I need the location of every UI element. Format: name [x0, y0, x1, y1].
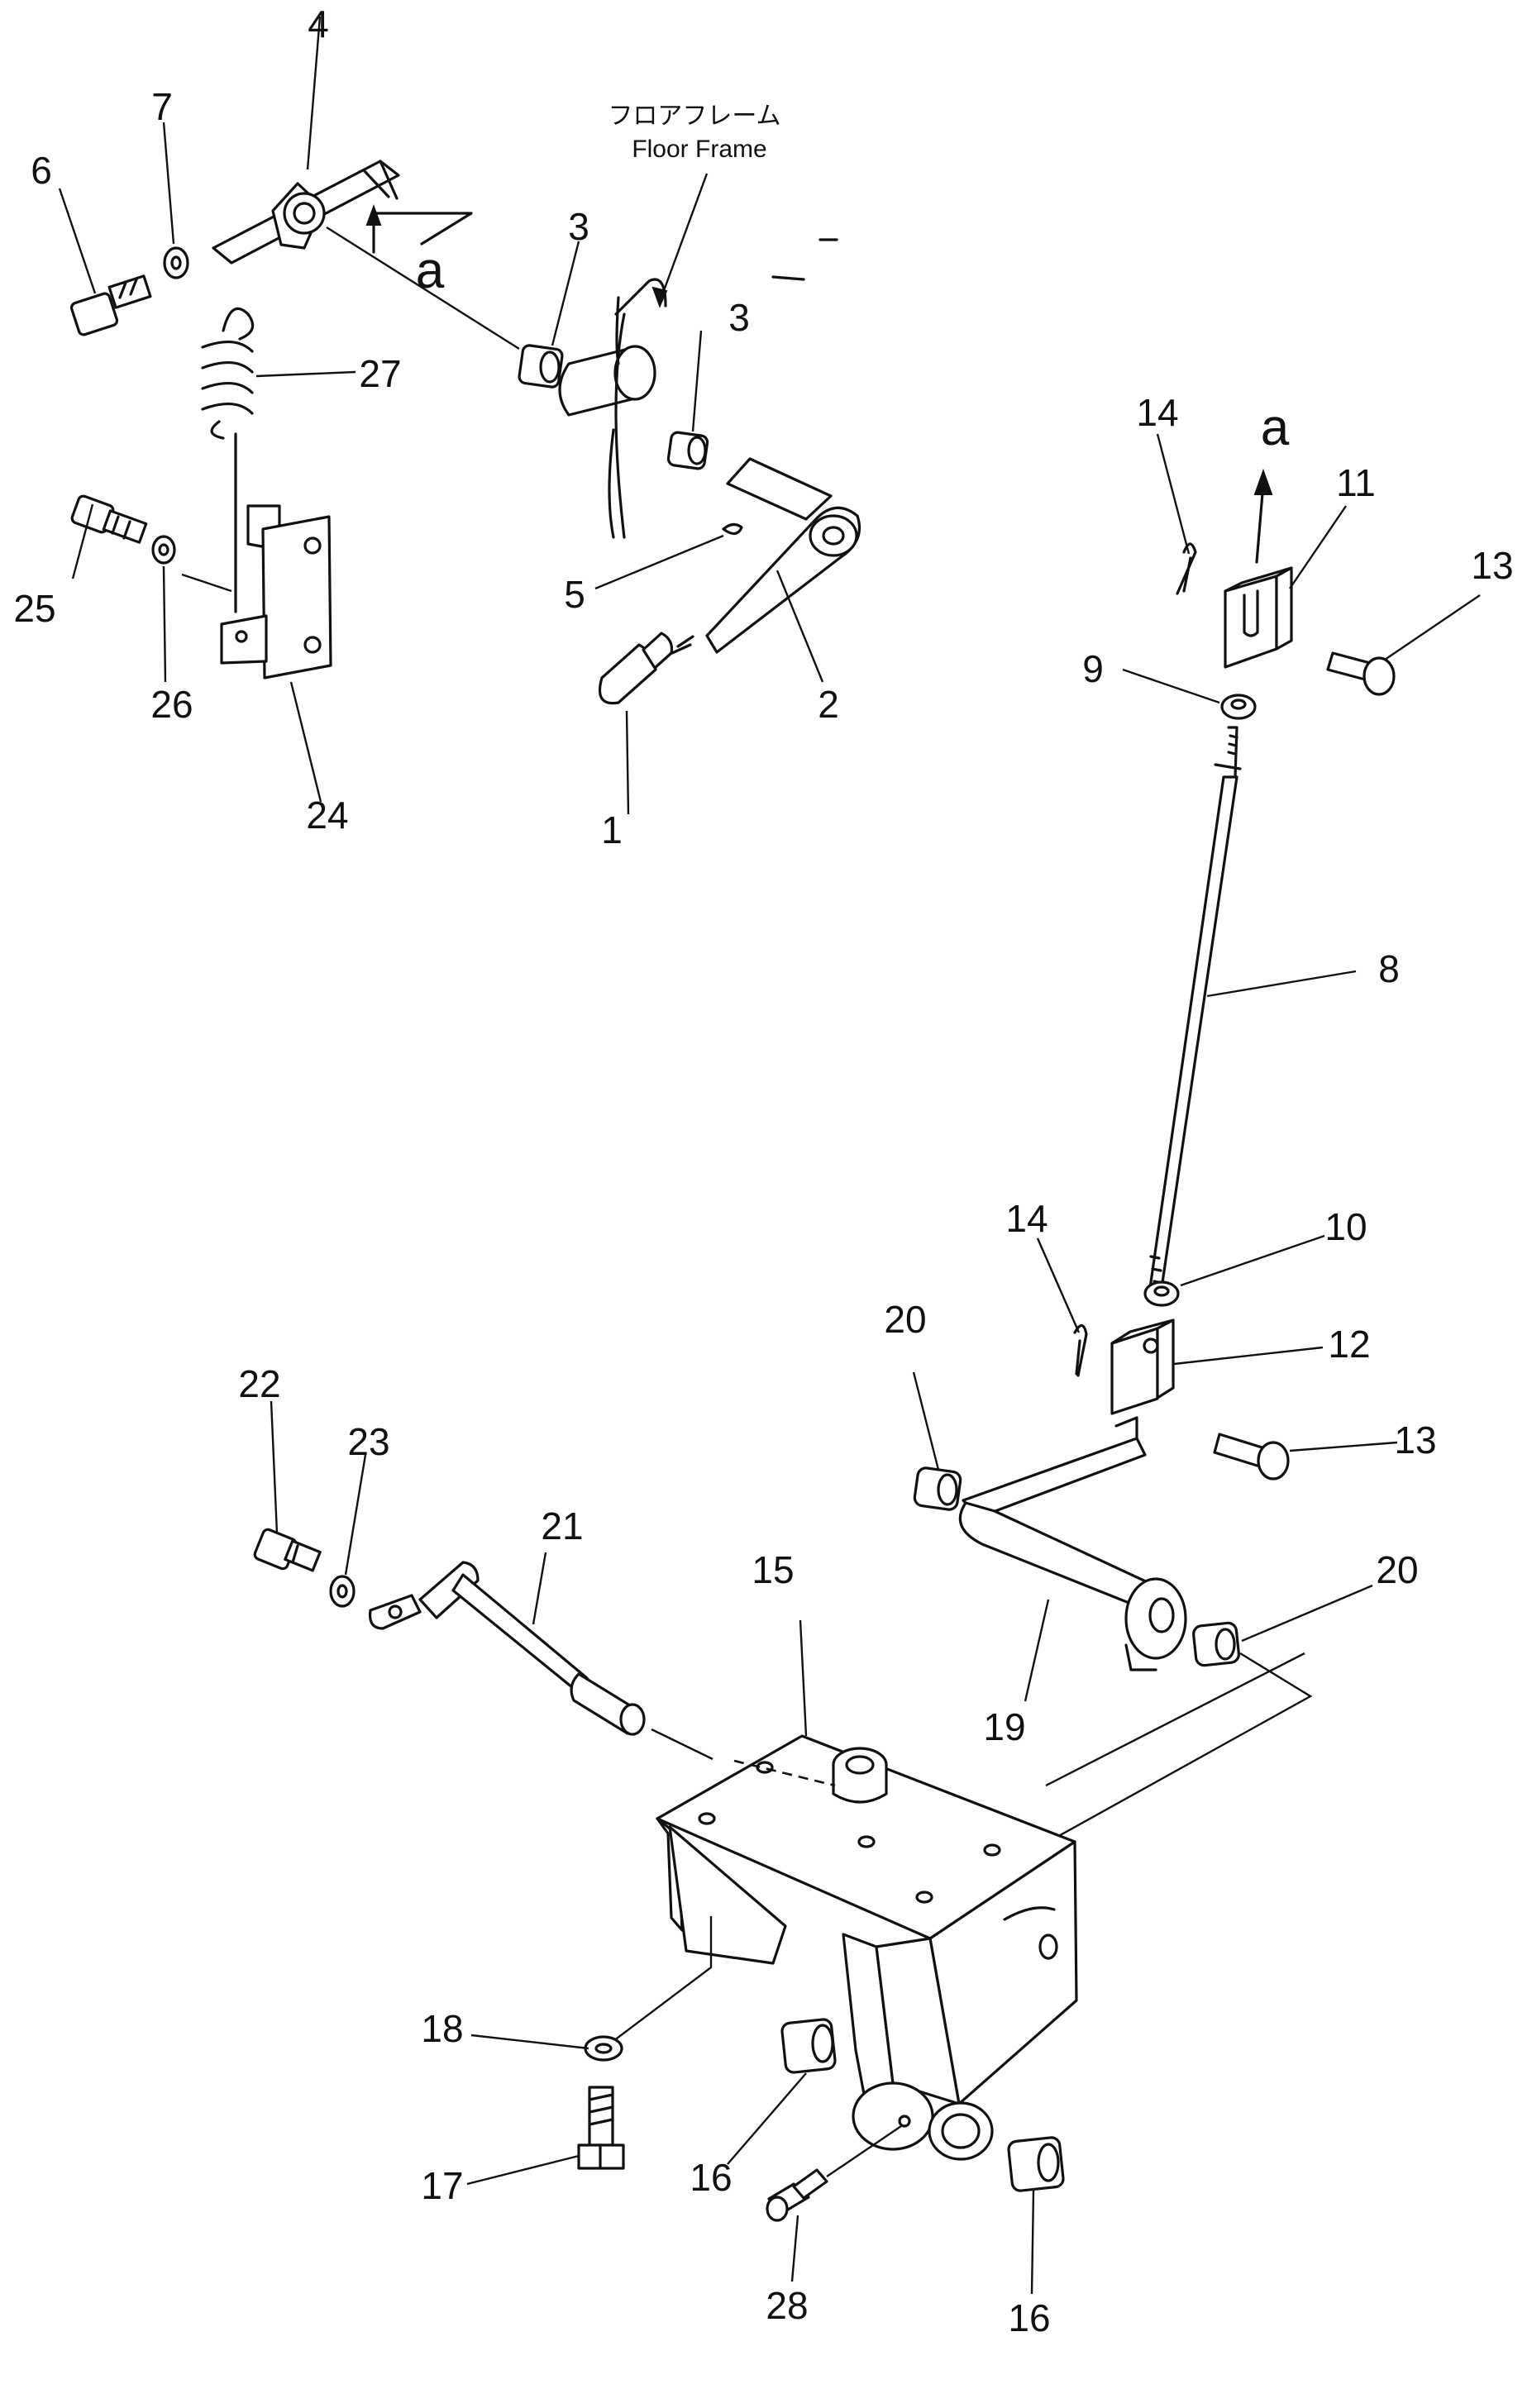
part-7-washer [163, 246, 189, 279]
part-13-pin-lower [1213, 1433, 1290, 1481]
callout-17: 17 [421, 2164, 463, 2207]
part-20-bushing-right [1192, 1621, 1240, 1667]
callout-10: 10 [1324, 1205, 1367, 1248]
callout-14-lower: 14 [1005, 1197, 1048, 1240]
callout-8: 8 [1378, 947, 1400, 990]
part-15-main-bracket [656, 1734, 1078, 2161]
part-14-cotter-pin-lower [1073, 1323, 1088, 1377]
part-19-lever [958, 1416, 1187, 1671]
callout-19: 19 [983, 1705, 1025, 1748]
callout-3-lower: 3 [728, 296, 750, 339]
part-6-bolt [69, 274, 152, 336]
callout-21: 21 [541, 1504, 583, 1547]
part-3-bushing-lower [666, 431, 709, 470]
callout-7: 7 [151, 85, 173, 128]
reference-mark-a-left: a [416, 242, 445, 299]
callout-16-upper: 16 [690, 2156, 732, 2199]
part-17-bolt [577, 2086, 625, 2170]
part-11-clevis [1224, 566, 1293, 669]
part-1-knob [598, 632, 674, 705]
callout-2: 2 [818, 683, 839, 726]
part-28-grease-fitting [766, 2168, 828, 2222]
floor-frame-collar [558, 278, 667, 539]
callout-15: 15 [752, 1548, 794, 1591]
reference-mark-a-right: a [1261, 399, 1290, 456]
part-21-linkage-rod [368, 1561, 646, 1736]
part-16-bushing-lower [1007, 2136, 1065, 2192]
part-26-washer [151, 535, 176, 565]
part-23-washer [329, 1575, 356, 1608]
part-10-nut [1143, 1280, 1180, 1307]
reference-arrow-a-left [365, 204, 473, 254]
part-14-cotter-pin-upper [1176, 542, 1197, 595]
callout-16-lower: 16 [1008, 2296, 1050, 2339]
callout-13-upper: 13 [1471, 544, 1513, 587]
part-8-rod [1148, 726, 1242, 1295]
reference-arrow-a-right [1253, 469, 1273, 564]
callout-6: 6 [31, 149, 52, 192]
annotation-floor-frame-en: Floor Frame [632, 136, 766, 163]
callout-23: 23 [347, 1420, 389, 1463]
callout-5: 5 [564, 573, 585, 616]
part-20-bushing-left [913, 1466, 962, 1511]
callout-13-lower: 13 [1394, 1419, 1436, 1461]
callout-22: 22 [238, 1362, 280, 1405]
part-13-pin-upper [1326, 651, 1396, 696]
part-22-bolt [253, 1528, 322, 1572]
part-27-spring [201, 307, 255, 613]
callout-27: 27 [359, 352, 401, 395]
part-24-stopper-plate [220, 504, 332, 679]
callout-9: 9 [1082, 647, 1104, 690]
part-25-bolt [70, 494, 148, 544]
part-5-key [722, 522, 743, 536]
callout-28: 28 [766, 2284, 808, 2327]
callout-12: 12 [1328, 1323, 1370, 1366]
part-3-bushing-upper [518, 344, 564, 389]
annotation-floor-frame-jp: フロアフレーム [608, 103, 780, 130]
callout-20-left: 20 [884, 1298, 926, 1341]
part-12-clevis [1110, 1318, 1175, 1415]
callout-26: 26 [150, 683, 193, 726]
part-9-nut [1220, 694, 1257, 720]
callout-18: 18 [421, 2007, 463, 2050]
callout-1: 1 [601, 808, 623, 851]
callout-14-upper: 14 [1136, 391, 1178, 434]
callout-4: 4 [308, 2, 329, 45]
part-16-bushing-upper [780, 2018, 837, 2074]
callout-11: 11 [1336, 461, 1376, 504]
callout-3-upper: 3 [568, 205, 589, 248]
part-18-washer [584, 2035, 623, 2062]
part-2-lever-arm [671, 457, 861, 655]
callout-20-right: 20 [1376, 1548, 1418, 1591]
callout-labels: 1 2 3 3 4 5 6 7 8 9 10 11 12 13 13 14 14… [13, 2, 1513, 2339]
callout-25: 25 [13, 587, 55, 630]
part-4-lever-bracket [212, 160, 400, 265]
callout-24: 24 [306, 794, 348, 837]
